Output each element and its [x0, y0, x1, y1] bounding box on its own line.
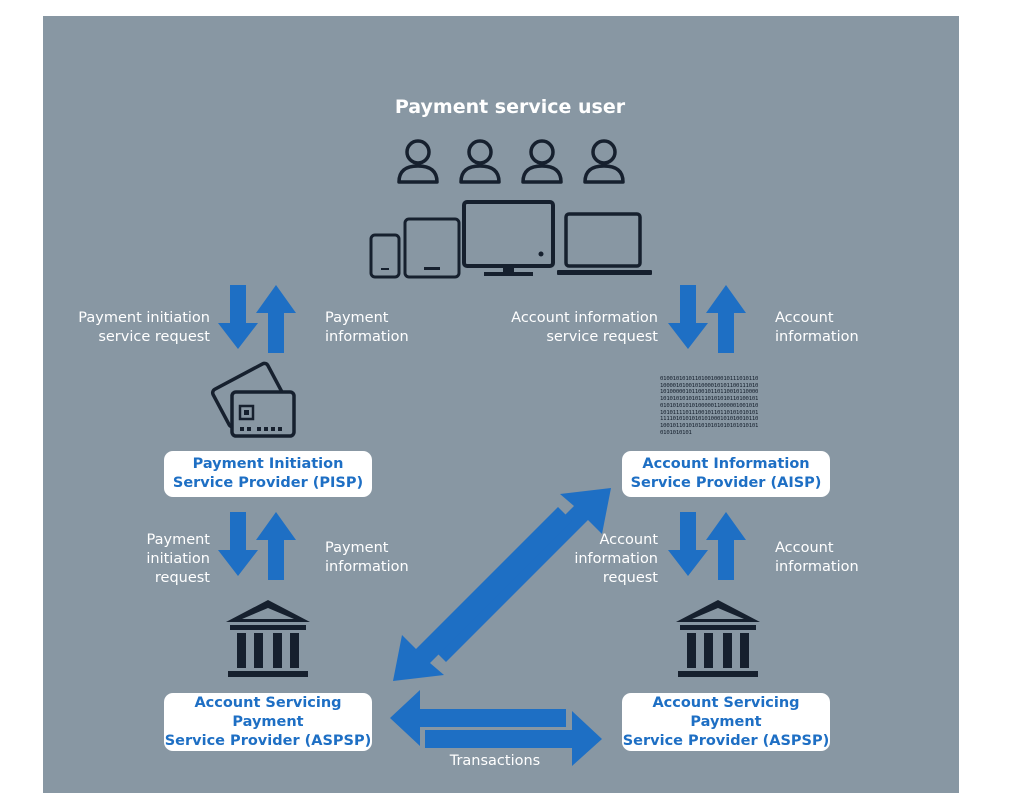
user-icon-3: [521, 139, 563, 184]
user-icon-2: [459, 139, 501, 184]
payment-service-user-title: Payment service user: [394, 96, 626, 118]
transaction-arrows: [390, 690, 602, 766]
phone-icon: [369, 233, 401, 279]
binary-data-icon: 0100101010110100100010111010110 10000101…: [660, 376, 759, 436]
diagonal-exchange-arrows: [393, 488, 611, 681]
user-icon-4: [583, 139, 625, 184]
label-transactions: Transactions: [449, 753, 541, 769]
tablet-icon: [403, 217, 461, 279]
diagram-panel: [43, 16, 959, 793]
payment-cards-icon: [210, 361, 296, 438]
aisp-arrows: [668, 285, 746, 353]
bank-icon-right: [676, 600, 760, 677]
pisp-arrows: [218, 285, 296, 353]
monitor-icon: [462, 200, 555, 276]
user-icon-1: [397, 139, 439, 184]
bank-right-arrows: [668, 512, 746, 580]
bank-icon-left: [226, 600, 310, 677]
laptop-icon: [557, 212, 652, 275]
bank-left-arrows: [218, 512, 296, 580]
